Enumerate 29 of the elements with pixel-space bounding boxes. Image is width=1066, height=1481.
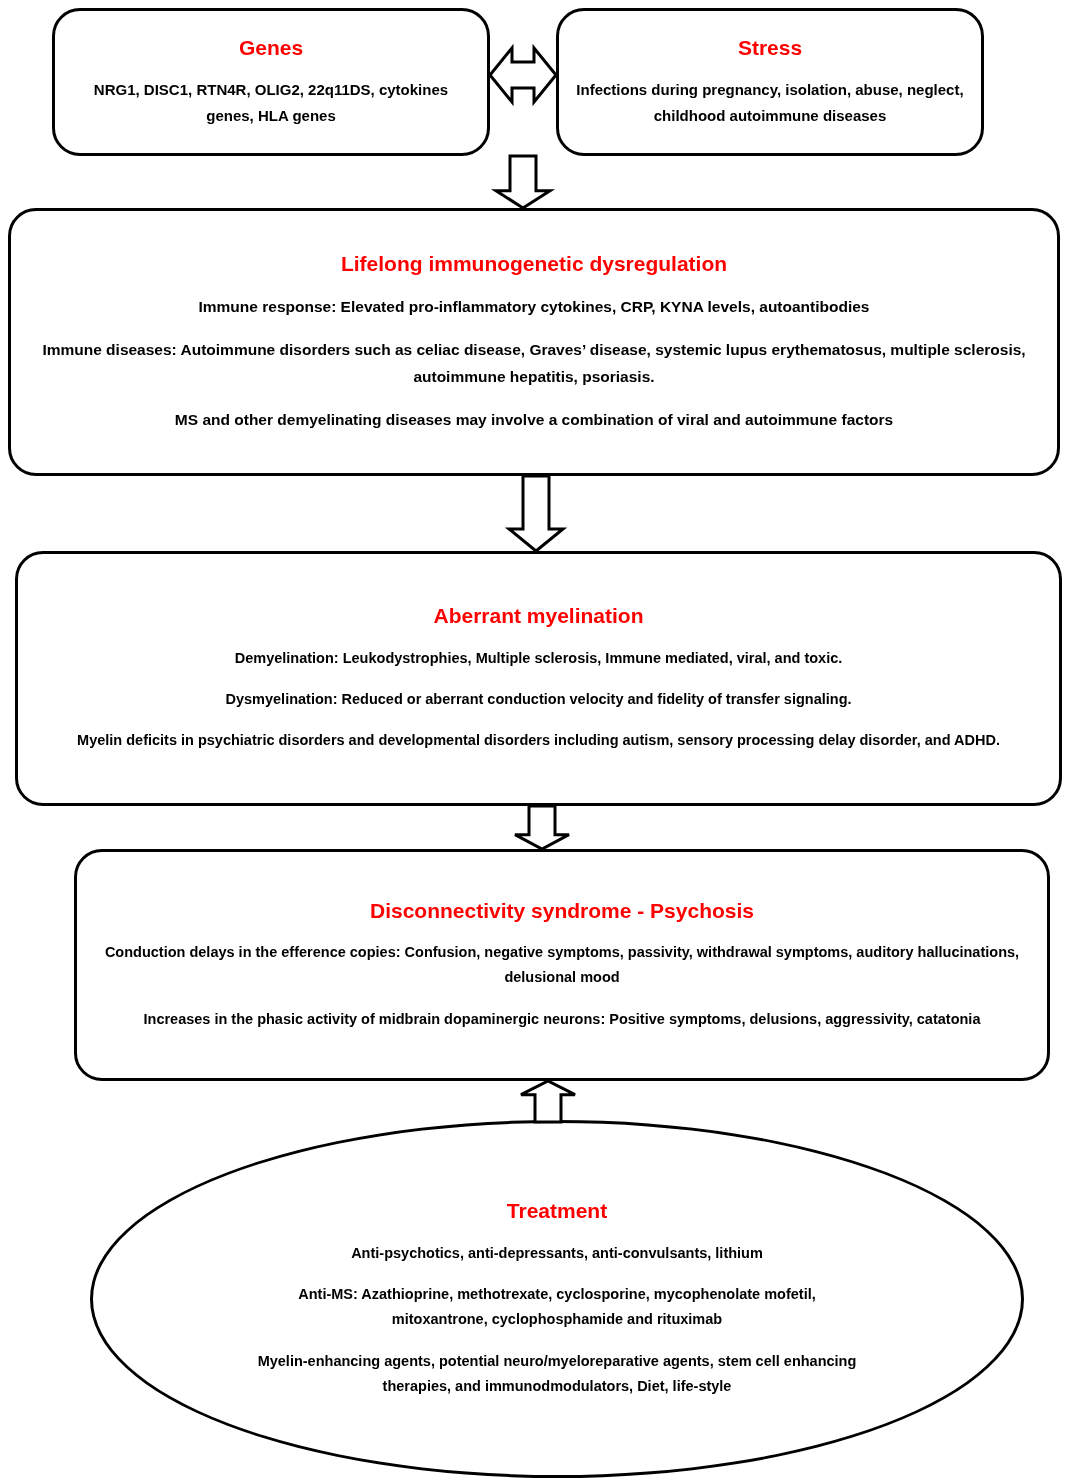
block-arrow xyxy=(513,804,571,851)
rounded-box xyxy=(8,208,1060,476)
box-text: Myelin deficits in psychiatric disorders and developmental disorders including autism, sensory processing delay disorder, and ADHD. xyxy=(77,731,1000,751)
rounded-box xyxy=(74,849,1050,1081)
block-arrow xyxy=(488,43,558,107)
block-arrow xyxy=(504,474,568,553)
box-text: NRG1, DISC1, RTN4R, OLIG2, 22q11DS, cytokines genes, HLA genes xyxy=(92,79,450,127)
box-title: Aberrant myelination xyxy=(433,603,644,630)
box-text: Increases in the phasic activity of midbrain dopaminergic neurons: Positive symptoms, delusions, aggressivity, catatonia xyxy=(143,1009,981,1029)
box-title: Treatment xyxy=(506,1198,608,1225)
rounded-box xyxy=(15,551,1062,806)
box-text: MS and other demyelinating diseases may involve a combination of viral and autoimmune factors xyxy=(174,410,894,431)
box-text: Myelin-enhancing agents, potential neuro/myeloreparative agents, stem cell enhancing therapies, and immunodmodulators, Diet, life-style xyxy=(257,1351,857,1397)
rounded-box xyxy=(52,8,490,156)
block-arrow xyxy=(519,1079,577,1124)
box-text: Demyelination: Leukodystrophies, Multiple sclerosis, Immune mediated, viral, and toxic. xyxy=(234,648,843,668)
box-title: Stress xyxy=(737,34,803,61)
box-title: Genes xyxy=(238,34,304,61)
box-text: Immune diseases: Autoimmune disorders such as celiac disease, Graves’ disease, systemic lupus erythematosus, multiple sclerosis, autoimmune hepatitis, psoriasis. xyxy=(41,340,1027,388)
block-arrow xyxy=(490,154,556,210)
box-text: Infections during pregnancy, isolation, abuse, neglect, childhood autoimmune diseases xyxy=(575,79,965,127)
rounded-box xyxy=(556,8,984,156)
box-title: Lifelong immunogenetic dysregulation xyxy=(340,250,728,277)
box-text: Immune response: Elevated pro-inflammatory cytokines, CRP, KYNA levels, autoantibodies xyxy=(198,296,870,317)
box-text: Anti-MS: Azathioprine, methotrexate, cyclosporine, mycophenolate mofetil, mitoxantrone, cyclophosphamide and rituximab xyxy=(297,1285,817,1330)
box-text: Dysmyelination: Reduced or aberrant conduction velocity and fidelity of transfer signaling. xyxy=(225,689,852,709)
box-text: Conduction delays in the efference copies: Confusion, negative symptoms, passivity, withdrawal symptoms, auditory hallucinations, delusional mood xyxy=(103,943,1021,988)
box-text: Anti-psychotics, anti-depressants, anti-convulsants, lithium xyxy=(351,1243,763,1263)
box-title: Disconnectivity syndrome - Psychosis xyxy=(370,897,754,924)
